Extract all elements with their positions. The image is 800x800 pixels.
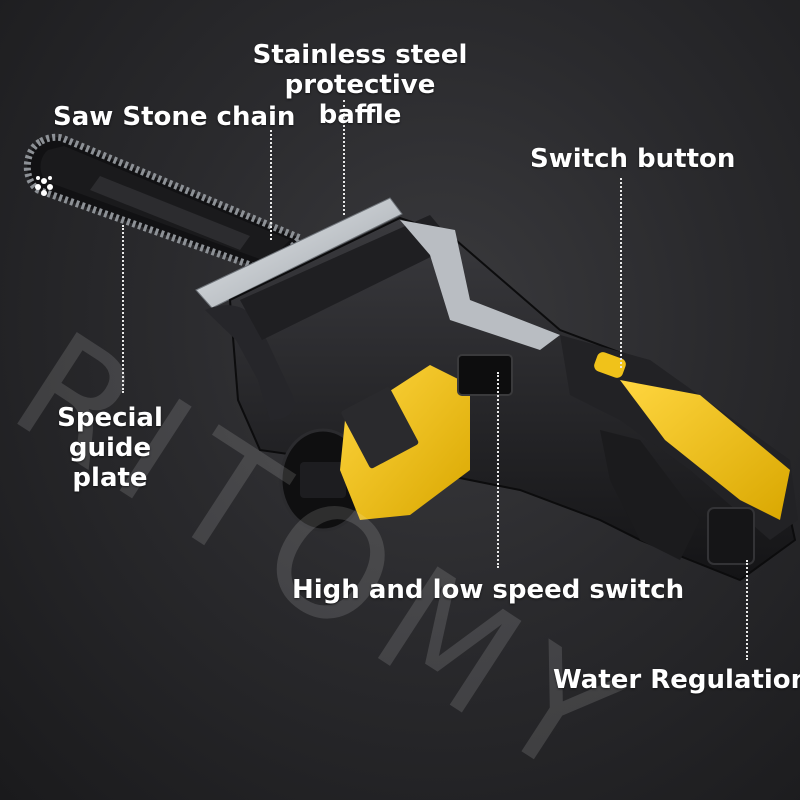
leader-line-guide: [122, 225, 124, 393]
bar-sprocket: [35, 176, 53, 196]
chainsaw-body: [205, 215, 797, 582]
motor-housing: [279, 365, 470, 532]
label-water-regulation: Water Regulation: [553, 665, 800, 695]
rear-handle: [560, 335, 798, 560]
leader-line-chain: [270, 130, 272, 240]
speed-switch: [457, 354, 513, 396]
label-protective-baffle: Stainless steel protective baffle: [252, 40, 468, 130]
guide-bar: [23, 133, 306, 277]
label-saw-chain: Saw Stone chain: [53, 102, 296, 132]
leader-line-water: [746, 560, 748, 660]
water-valve: [707, 507, 755, 565]
leader-line-baffle: [343, 100, 345, 215]
steel-baffle: [195, 197, 403, 309]
leader-line-switch: [620, 178, 622, 368]
leader-line-speed: [497, 372, 499, 568]
label-switch-button: Switch button: [530, 144, 736, 174]
label-guide-plate: Special guide plate: [57, 403, 163, 493]
label-speed-switch: High and low speed switch: [292, 575, 685, 605]
